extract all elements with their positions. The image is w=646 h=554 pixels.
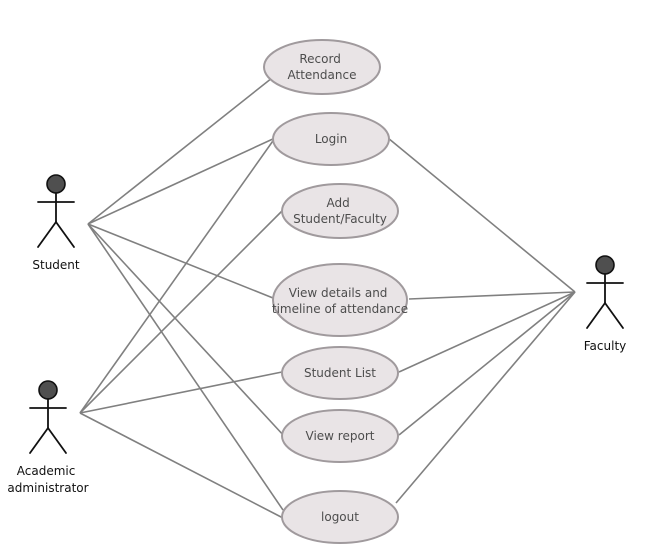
- actor-label: Faculty: [584, 339, 627, 353]
- use-case-record-attendance: Record Attendance: [263, 39, 381, 95]
- actor-academic-administrator: Academic administrator: [7, 380, 89, 495]
- use-case-view-report: View report: [281, 409, 399, 463]
- assoc-faculty-login: [387, 137, 576, 293]
- assoc-faculty-view-details: [408, 291, 576, 300]
- stick-figure-icon: [29, 380, 67, 454]
- use-case-view-details-timeline: View details and timeline of attendance: [272, 263, 408, 337]
- actor-label: Academic administrator: [7, 464, 88, 495]
- use-case-ellipse: [281, 409, 399, 463]
- use-case-add-student-faculty: Add Student/Faculty: [281, 183, 399, 239]
- actor-student: Student: [32, 174, 80, 272]
- use-case-label: Record Attendance: [288, 52, 357, 82]
- use-case-login: Login: [272, 112, 390, 166]
- actor-label: Student: [32, 258, 80, 272]
- assoc-faculty-view-report: [398, 291, 576, 436]
- assoc-student-logout: [87, 223, 284, 511]
- assoc-admin-student-list: [79, 371, 283, 414]
- actor-faculty: Faculty: [584, 255, 627, 353]
- use-case-ellipse: [281, 346, 399, 400]
- associations: [79, 77, 576, 519]
- use-case-ellipse: [281, 490, 399, 544]
- assoc-faculty-logout: [395, 291, 576, 504]
- use-case-ellipse: [272, 263, 408, 337]
- use-case-label: Student List: [304, 366, 376, 380]
- assoc-admin-add-student-faculty: [79, 207, 286, 414]
- use-case-logout: logout: [281, 490, 399, 544]
- use-case-label: logout: [321, 510, 359, 524]
- assoc-student-record-attendance: [87, 77, 273, 225]
- use-case-label: Add Student/Faculty: [293, 196, 387, 226]
- use-case-label: View report: [306, 429, 375, 443]
- assoc-student-view-details: [87, 223, 274, 299]
- use-case-label: View details and timeline of attendance: [272, 286, 408, 316]
- use-case-ellipse: [272, 112, 390, 166]
- assoc-student-login: [87, 137, 276, 225]
- stick-figure-icon: [586, 255, 624, 329]
- stick-figure-icon: [37, 174, 75, 248]
- assoc-admin-logout: [79, 412, 284, 519]
- assoc-student-view-report: [87, 223, 286, 438]
- assoc-faculty-student-list: [398, 291, 576, 373]
- assoc-admin-login: [79, 137, 276, 414]
- use-case-label: Login: [315, 132, 347, 146]
- use-case-ellipse: [281, 183, 399, 239]
- use-case-student-list: Student List: [281, 346, 399, 400]
- use-case-ellipse: [263, 39, 381, 95]
